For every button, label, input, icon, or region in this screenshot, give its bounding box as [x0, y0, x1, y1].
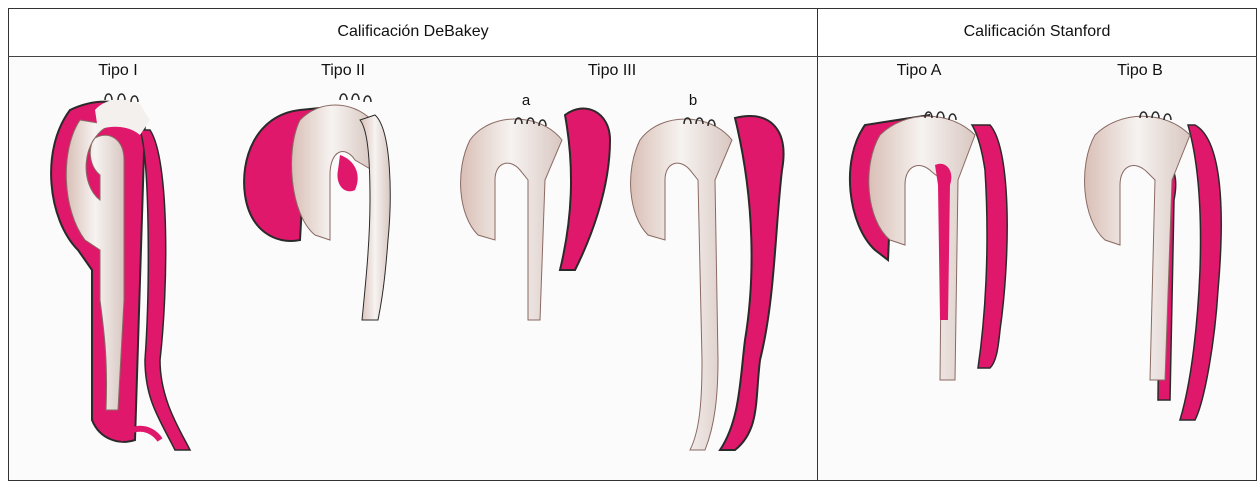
vessel-tipo-iii-a — [461, 119, 562, 320]
dissection-tipo-i-desc — [140, 130, 190, 450]
dissection-tipo-iii-b — [720, 116, 784, 450]
aorta-tipo-ii — [244, 94, 390, 320]
aorta-tipo-i — [51, 94, 190, 450]
vessel-tipo-ii — [292, 105, 372, 240]
vessel-tipo-iii-b — [631, 119, 732, 450]
aorta-tipo-a — [850, 112, 1007, 380]
aorta-tipo-b — [1085, 112, 1222, 420]
aorta-tipo-iii-b — [631, 116, 784, 450]
dissection-tipo-ii-root — [337, 155, 357, 191]
vessel-tipo-b — [1085, 116, 1190, 380]
vessel-tipo-ii-branches — [340, 94, 371, 102]
dissection-tipo-iii-a — [560, 108, 610, 270]
dissection-tipo-b — [1180, 125, 1221, 420]
aorta-tipo-iii-a — [461, 108, 610, 320]
dissection-tipo-a-desc — [972, 125, 1007, 368]
